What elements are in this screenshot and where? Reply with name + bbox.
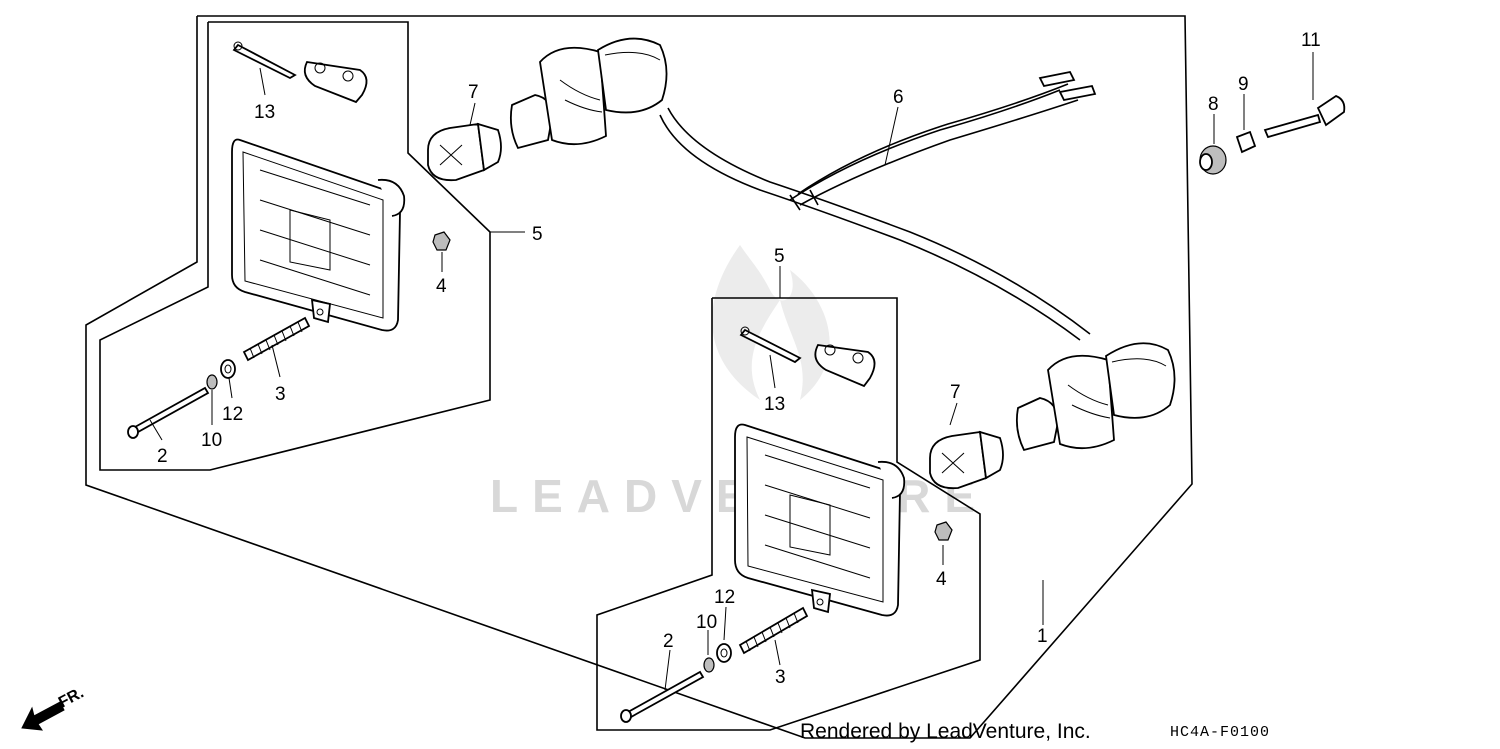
right-headlight bbox=[734, 423, 906, 617]
callout-right-11: 11 bbox=[1301, 30, 1321, 51]
callout-left-5: 5 bbox=[532, 224, 543, 245]
left-bracket bbox=[303, 61, 368, 104]
callout-right-3: 3 bbox=[775, 667, 786, 688]
collar-9 bbox=[1235, 130, 1257, 154]
callout-harness-6: 6 bbox=[893, 87, 904, 108]
right-screw bbox=[620, 670, 705, 723]
callout-left-10: 10 bbox=[201, 430, 222, 451]
leader-lines bbox=[149, 52, 1314, 691]
left-headlight bbox=[231, 138, 406, 332]
right-bulb bbox=[929, 430, 1004, 490]
callout-right-4: 4 bbox=[936, 569, 947, 590]
callout-assembly-1: 1 bbox=[1037, 626, 1048, 647]
left-screw bbox=[127, 386, 210, 439]
left-spring bbox=[242, 316, 311, 362]
right-bracket bbox=[814, 344, 876, 388]
left-washer-12 bbox=[220, 359, 236, 379]
callout-left-13: 13 bbox=[254, 102, 275, 123]
left-bulb bbox=[427, 122, 502, 182]
left-nut bbox=[432, 231, 451, 251]
grommet-8 bbox=[1199, 145, 1227, 175]
left-subassembly-outline bbox=[99, 21, 491, 471]
right-washer-12 bbox=[716, 643, 732, 663]
right-cotter-pin bbox=[739, 326, 802, 364]
wire-harness bbox=[659, 70, 1097, 341]
callouts: 13 7 5 4 3 12 10 2 6 8 9 11 5 13 7 4 12 … bbox=[157, 30, 1321, 688]
bolt-11 bbox=[1263, 94, 1346, 139]
front-direction-indicator: FR. bbox=[21, 684, 87, 731]
right-socket bbox=[1015, 342, 1176, 452]
callout-right-7: 7 bbox=[950, 382, 961, 403]
assembly-outline bbox=[85, 15, 1193, 739]
callout-right-12: 12 bbox=[714, 587, 735, 608]
callout-left-4: 4 bbox=[436, 276, 447, 297]
right-washer-10 bbox=[703, 657, 715, 673]
callout-left-12: 12 bbox=[222, 404, 243, 425]
right-nut bbox=[934, 521, 953, 541]
callout-right-5: 5 bbox=[774, 246, 785, 267]
callout-left-3: 3 bbox=[275, 384, 286, 405]
callout-right-10: 10 bbox=[696, 612, 717, 633]
front-arrow-icon bbox=[21, 701, 65, 731]
callout-left-7: 7 bbox=[468, 82, 479, 103]
callout-right-2: 2 bbox=[663, 631, 674, 652]
right-spring bbox=[738, 606, 809, 655]
rendered-by-text: Rendered by LeadVenture, Inc. bbox=[800, 720, 1091, 743]
right-subassembly-outline bbox=[596, 297, 981, 731]
left-cotter-pin bbox=[232, 41, 297, 80]
callout-left-2: 2 bbox=[157, 446, 168, 467]
left-washer-10 bbox=[206, 374, 218, 390]
callout-right-9: 9 bbox=[1238, 74, 1249, 95]
callout-right-8: 8 bbox=[1208, 94, 1219, 115]
diagram-code: HC4A-F0100 bbox=[1170, 724, 1270, 741]
left-socket bbox=[509, 37, 668, 150]
callout-right-13: 13 bbox=[764, 394, 785, 415]
